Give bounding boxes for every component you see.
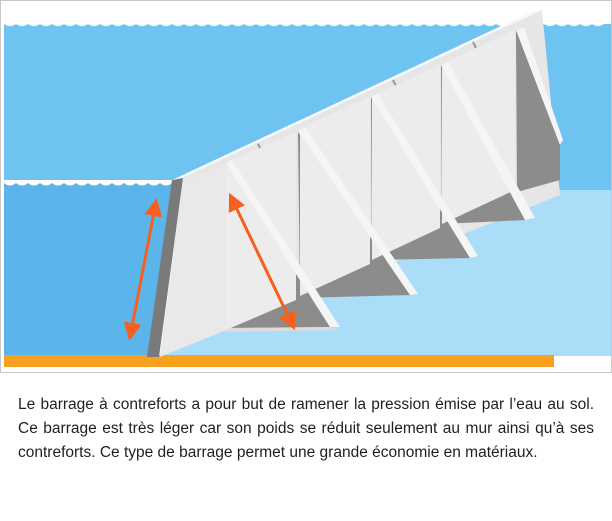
dam-crest xyxy=(172,10,542,180)
water-surface-wave-near xyxy=(4,180,184,186)
crest-joint-2 xyxy=(392,79,397,87)
foundation-ground xyxy=(4,355,554,367)
buttress-4-side xyxy=(372,65,440,260)
buttress-ridge-4 xyxy=(441,62,535,220)
buttress-ridge-2 xyxy=(298,128,418,295)
pressure-arrow-wall xyxy=(123,198,163,341)
buttress-1-side xyxy=(160,163,226,356)
caption-text: Le barrage à contreforts a pour but de r… xyxy=(18,396,594,461)
buttress-3-side xyxy=(300,97,370,296)
buttress-2-side xyxy=(226,132,296,330)
dam-illustration xyxy=(0,0,612,373)
crest-joint-3 xyxy=(472,41,477,49)
pressure-arrow-buttress xyxy=(228,192,296,331)
buttress-5-shadow xyxy=(516,30,560,192)
water-surface-wave xyxy=(4,22,612,26)
buttress-ridge-5 xyxy=(516,27,563,145)
buttress-ridge-3 xyxy=(371,94,478,258)
